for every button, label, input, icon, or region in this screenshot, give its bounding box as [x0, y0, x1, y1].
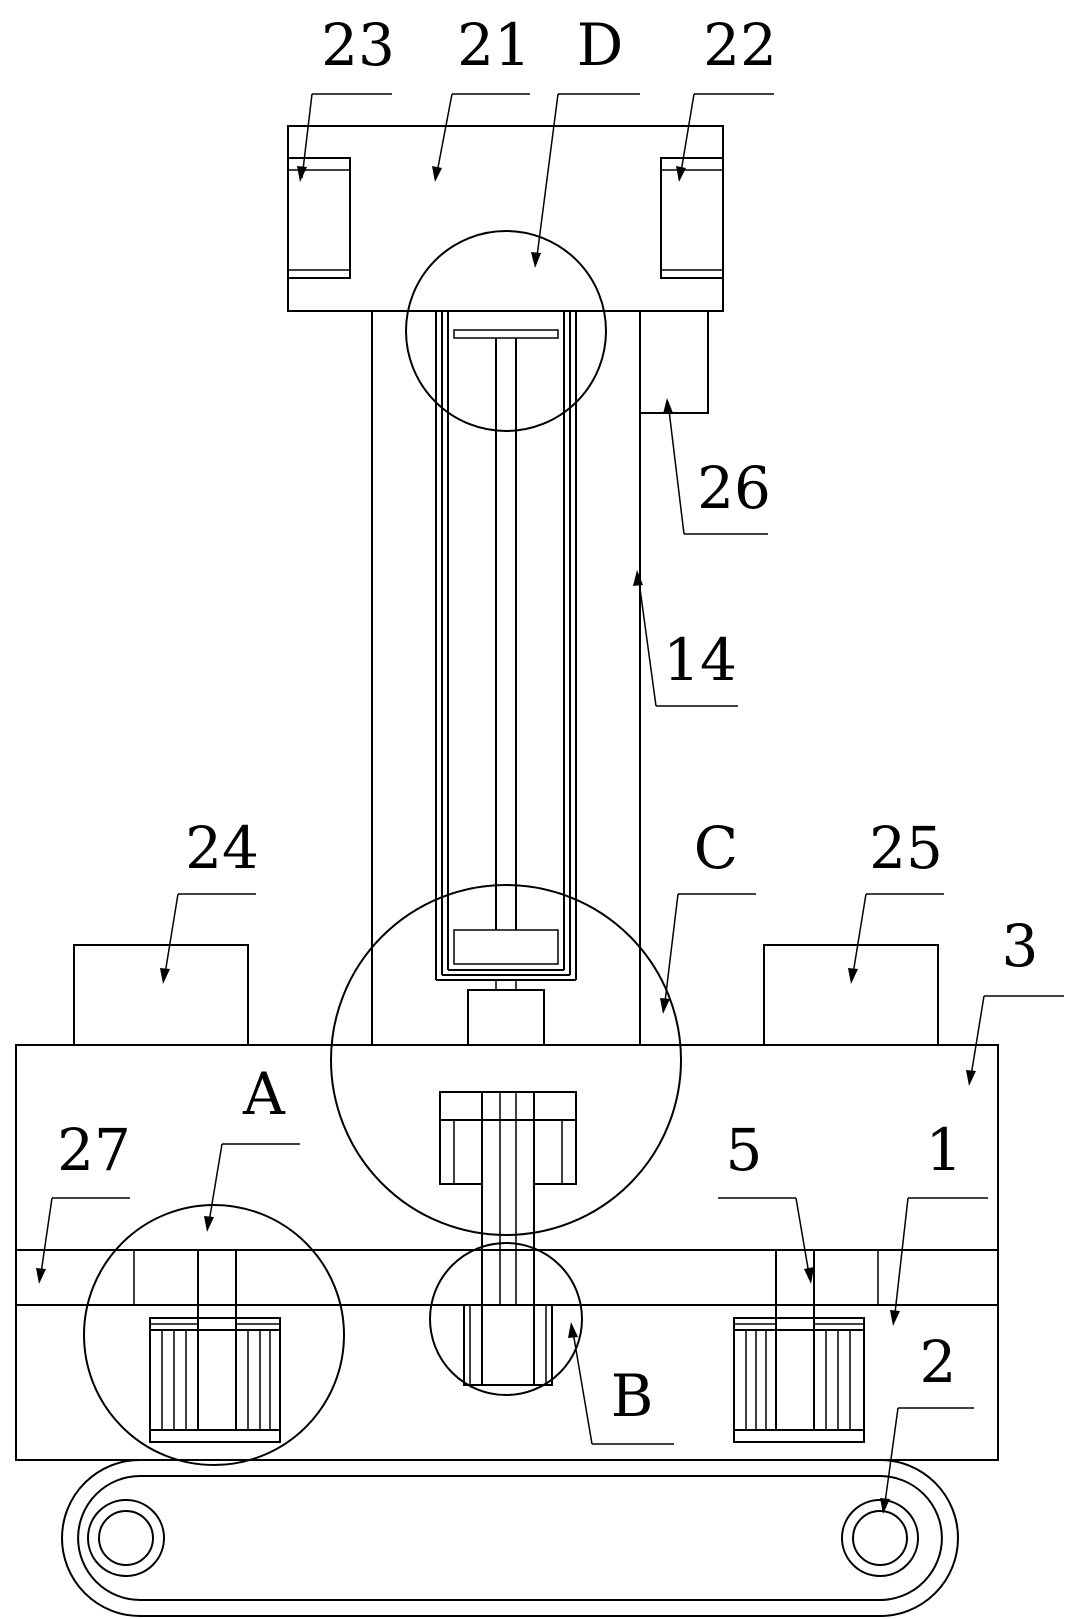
rail-27	[16, 1249, 998, 1306]
side-box-26	[639, 310, 709, 414]
label-25: 25	[869, 814, 943, 882]
label-1: 1	[926, 1116, 963, 1184]
label-c: C	[694, 814, 738, 882]
detail-circle-b	[429, 1242, 583, 1396]
label-d: D	[577, 11, 624, 79]
label-14: 14	[663, 626, 737, 694]
label-b: B	[611, 1362, 654, 1430]
label-21: 21	[457, 11, 531, 79]
left-block-23	[287, 157, 351, 279]
label-22: 22	[703, 11, 777, 79]
telescopic-cylinder	[435, 311, 577, 1046]
right-wheel	[841, 1499, 919, 1577]
left-slider-assembly	[133, 1249, 281, 1443]
label-2: 2	[920, 1328, 957, 1396]
track-belt-2	[61, 1459, 959, 1617]
top-head-21	[287, 125, 724, 312]
detail-circle-a	[83, 1204, 345, 1466]
right-slider-assembly-5	[733, 1249, 879, 1443]
leader-lines	[36, 93, 1064, 1514]
right-block-22	[660, 157, 724, 279]
label-27: 27	[57, 1116, 131, 1184]
label-23: 23	[321, 11, 395, 79]
column-14	[371, 311, 641, 1045]
box-25	[763, 944, 939, 1046]
detail-circle-c	[330, 884, 682, 1236]
center-coupling	[439, 1091, 577, 1386]
label-3: 3	[1002, 912, 1039, 980]
left-wheel	[87, 1499, 165, 1577]
label-a: A	[242, 1060, 286, 1128]
label-5: 5	[726, 1116, 763, 1184]
box-24	[73, 944, 249, 1046]
label-24: 24	[185, 814, 259, 882]
label-26: 26	[697, 454, 771, 522]
detail-circle-d	[405, 230, 607, 432]
